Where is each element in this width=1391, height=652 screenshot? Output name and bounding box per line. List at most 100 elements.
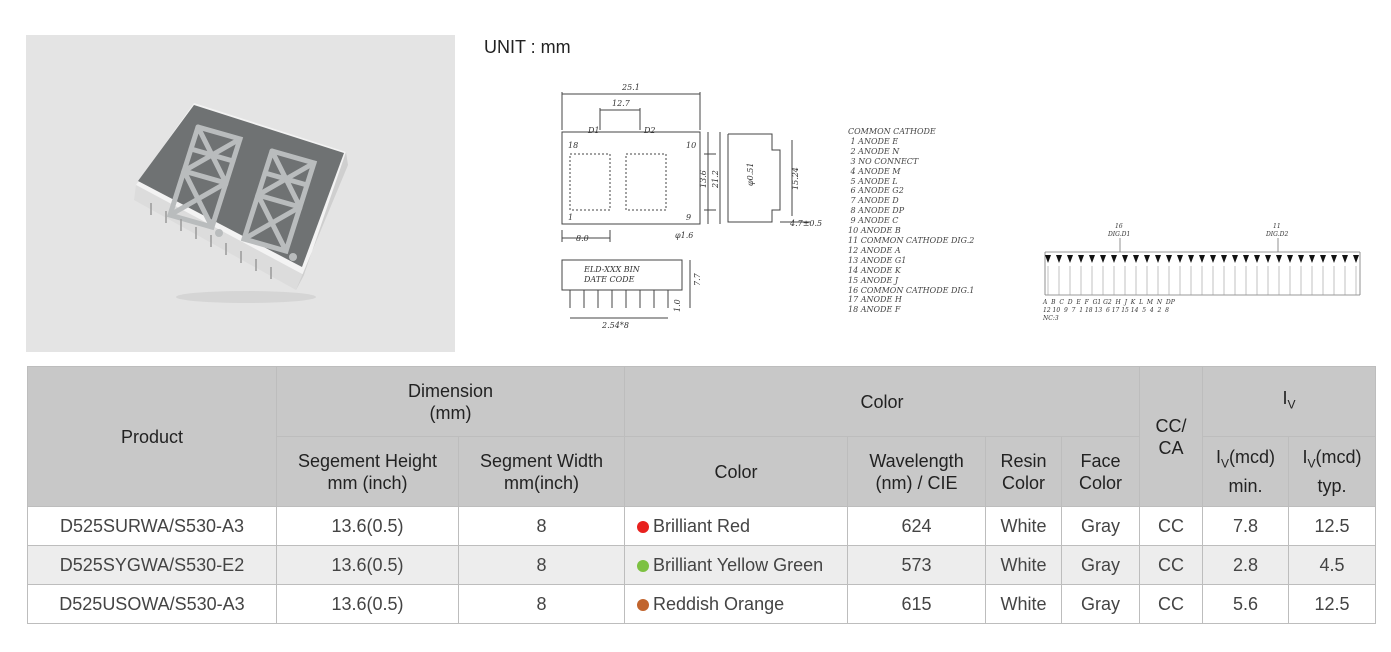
cell-iv-typ: 4.5 [1288,545,1377,585]
table-row: D525SURWA/S530-A3 13.6(0.5) 8 Brilliant … [27,506,1377,546]
segment-letters: A B C D E F G1 G2 H J K L M N DP [1042,299,1176,306]
cell-wavelength: 573 [847,545,987,585]
led-array [1045,255,1359,263]
bottom-label-2: DATE CODE [583,275,635,284]
cell-resin: White [985,584,1063,624]
dig1-pin: 16 [1115,223,1123,230]
pin-list-item: 9 ANODE C [848,216,899,226]
product-photo [26,35,455,352]
pin-list-item: 4 ANODE M [848,166,901,176]
header-segment-height: Segement Height mm (inch) [276,436,459,507]
dig2-label: DIG.D2 [1265,231,1288,238]
pin-list-item: 10 ANODE B [848,226,901,236]
segment-pins: 12 10 9 7 1 18 13 6 17 15 14 5 4 2 8 [1043,307,1169,314]
label-pin1: 1 [568,213,573,222]
cell-width: 8 [457,584,626,624]
cell-resin: White [985,545,1063,585]
dig2-pin: 11 [1273,223,1281,230]
display-pins [150,203,272,279]
pin-list-item: 13 ANODE G1 [848,255,907,265]
header-iv-typ: IV(mcd) typ. [1288,436,1377,507]
table-row: D525SYGWA/S530-E2 13.6(0.5) 8 Brilliant … [27,545,1377,585]
label-d1: D1 [587,126,600,135]
led-display-image [134,103,348,303]
cell-iv-typ: 12.5 [1288,584,1377,624]
dim-7-7: 7.7 [693,272,702,286]
cell-iv-typ: 12.5 [1288,506,1377,546]
header-product: Product [27,366,277,507]
header-resin-color: Resin Color [985,436,1063,507]
header-wavelength: Wavelength (nm) / CIE [847,436,987,507]
color-dot-icon [637,598,650,611]
no-connect-note: NC:3 [1042,315,1059,322]
label-pin10: 10 [686,141,696,150]
cell-color: Brilliant Red [624,506,849,546]
cell-iv-min: 7.8 [1202,506,1290,546]
pin-list-item: 12 ANODE A [848,245,901,255]
pin-list-item: COMMON CATHODE [848,127,936,136]
cell-wavelength: 615 [847,584,987,624]
dig1-label: DIG.D1 [1107,231,1130,238]
cell-height: 13.6(0.5) [276,506,459,546]
color-dot-icon [637,559,650,572]
cell-iv-min: 2.8 [1202,545,1290,585]
dim-pin-pitch: 2.54*8 [601,321,629,330]
pin-list-item: 6 ANODE G2 [848,186,904,196]
pin-list-item: 1 ANODE E [848,136,899,146]
cell-product: D525SYGWA/S530-E2 [27,545,277,585]
label-pin18: 18 [568,141,578,150]
dim-dp: φ1.6 [675,231,693,240]
cell-face: Gray [1061,545,1141,585]
circuit-traces [1047,266,1357,295]
dim-15-24: 15.24 [791,167,800,190]
front-view [561,92,721,242]
header-iv-min: IV(mcd) min. [1202,436,1290,507]
dim-digit-pitch: 12.7 [612,99,631,108]
cell-cc: CC [1139,506,1204,546]
pin-list-item: 11 COMMON CATHODE DIG.2 [848,235,975,245]
header-iv-group: IV [1202,366,1377,437]
pin-list-item: 14 ANODE K [848,265,901,275]
cell-cc: CC [1139,584,1204,624]
label-pin9: 9 [686,213,691,222]
digit-1-segments [166,124,244,231]
cell-face: Gray [1061,584,1141,624]
cell-height: 13.6(0.5) [276,545,459,585]
pin-list-item: 5 ANODE L [848,176,898,186]
pin-list-item: 7 ANODE D [848,196,899,206]
dim-overall-width: 25.1 [621,83,640,92]
bottom-view [561,259,691,319]
cell-width: 8 [457,545,626,585]
dim-pin-dia: φ0.51 [746,163,755,186]
header-color: Color [624,436,849,507]
dim-21-2: 21.2 [711,170,720,189]
dim-1-0: 1.0 [673,299,682,312]
pin-assignment-list: COMMON CATHODE 1 ANODE E 2 ANODE N 3 NO … [848,127,974,315]
cell-face: Gray [1061,506,1141,546]
color-dot-icon [637,520,650,533]
circuit-diagram [1044,238,1361,296]
cell-product: D525SURWA/S530-A3 [27,506,277,546]
dim-4-7: 4.7±0.5 [789,219,822,228]
cell-color: Brilliant Yellow Green [624,545,849,585]
side-view [727,133,810,223]
header-segment-width: Segment Width mm(inch) [457,436,626,507]
header-color-group: Color [624,366,1141,437]
header-dimension: Dimension (mm) [275,366,626,437]
unit-label: UNIT : mm [484,37,571,57]
digit-2-segments [240,148,318,255]
pin-list-item: 3 NO CONNECT [848,156,919,166]
cell-iv-min: 5.6 [1202,584,1290,624]
cell-cc: CC [1139,545,1204,585]
pin-list-item: 2 ANODE N [848,146,900,156]
spec-table: Product Dimension (mm) Color CC/ CA IV S… [27,366,1377,624]
pin-list-item: 15 ANODE J [848,275,899,285]
cell-width: 8 [457,506,626,546]
table-row: D525USOWA/S530-A3 13.6(0.5) 8 Reddish Or… [27,584,1377,624]
cell-resin: White [985,506,1063,546]
cell-product: D525USOWA/S530-A3 [27,584,277,624]
dim-width-8: 8.0 [576,234,589,243]
header-face-color: Face Color [1061,436,1141,507]
header-cc-ca: CC/ CA [1139,366,1204,507]
pin-list-item: 17 ANODE H [848,295,902,305]
